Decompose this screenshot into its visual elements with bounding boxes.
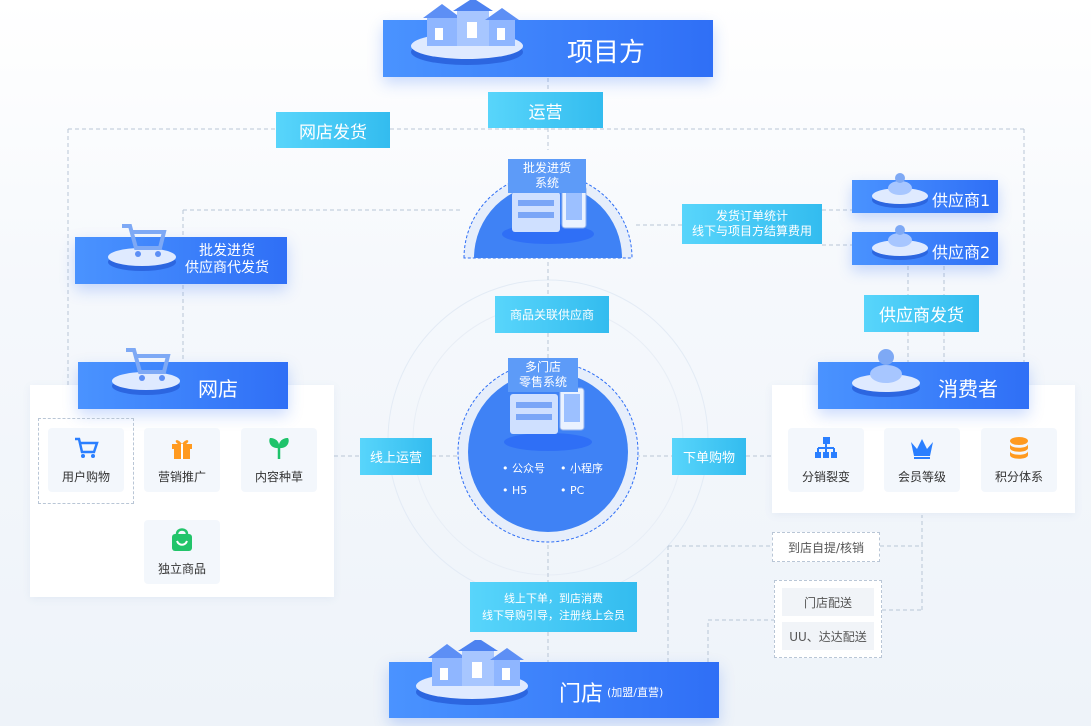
supplier-1-label: 供应商1 xyxy=(932,191,991,210)
feature-points[interactable]: 积分体系 xyxy=(981,428,1057,492)
supplier-shipping-label: 供应商发货 xyxy=(864,295,979,332)
crown-icon xyxy=(911,439,933,459)
wholesale-system-dome xyxy=(463,173,633,259)
feature-distribution-label: 分销裂变 xyxy=(801,470,850,484)
self-pickup-label: 到店自提/核销 xyxy=(772,532,880,562)
gift-icon xyxy=(172,440,192,459)
coins-icon xyxy=(1010,437,1028,459)
feature-user-shopping-label: 用户购物 xyxy=(61,470,110,484)
retail-system-circle xyxy=(457,361,639,543)
store-consumption-line1: 线上下单，到店消费 xyxy=(504,592,603,605)
feature-content-seeding[interactable]: 内容种草 xyxy=(241,428,317,492)
ship-stats-line2: 线下与项目方结算费用 xyxy=(691,224,812,238)
project-owner-title: 项目方 xyxy=(567,38,646,68)
uu-delivery-label: UU、达达配送 xyxy=(782,622,874,650)
shop-building-icon xyxy=(411,0,523,65)
goods-link-supplier-label: 商品关联供应商 xyxy=(495,296,609,333)
online-store-cart-icon xyxy=(112,348,180,395)
ship-stats-line1: 发货订单统计 xyxy=(715,209,788,223)
wholesale-agent-line2: 供应商代发货 xyxy=(185,260,269,276)
wholesale-system-line1: 批发进货 xyxy=(522,161,571,175)
wholesale-system-line2: 系统 xyxy=(534,176,559,190)
online-store-shipping-label: 网店发货 xyxy=(276,112,390,148)
feature-points-label: 积分体系 xyxy=(994,470,1043,484)
consumer-person-icon xyxy=(852,349,920,397)
org-chart-icon xyxy=(815,437,837,458)
store-title: 门店 xyxy=(559,682,604,707)
feature-distribution[interactable]: 分销裂变 xyxy=(788,428,864,492)
online-store-title: 网店 xyxy=(198,377,238,401)
feature-independent-goods[interactable]: 独立商品 xyxy=(144,520,220,584)
cart-pedestal-icon xyxy=(108,224,176,271)
retail-system-line2: 零售系统 xyxy=(518,375,567,389)
store-consumption-label: 线上下单，到店消费 线下导购引导，注册线上会员 xyxy=(470,582,637,632)
cart-icon xyxy=(75,437,99,458)
store-delivery-label: 门店配送 xyxy=(782,588,874,616)
supplier-1-pedestal-icon xyxy=(872,173,928,208)
feature-marketing-label: 营销推广 xyxy=(157,470,206,484)
wholesale-agent-line1: 批发进货 xyxy=(199,243,255,259)
retail-system-title: 多门店 零售系统 xyxy=(508,358,578,392)
feature-independent-goods-label: 独立商品 xyxy=(157,562,206,576)
user-shopping-highlight xyxy=(38,418,134,504)
online-operations-label: 线上运营 xyxy=(360,438,432,475)
channel-wechat: 公众号 xyxy=(512,462,545,475)
feature-member-level-label: 会员等级 xyxy=(897,470,946,484)
channel-h5: H5 xyxy=(512,484,528,497)
feature-user-shopping[interactable]: 用户购物 xyxy=(48,428,124,492)
bag-icon xyxy=(172,528,192,551)
supplier-2-pedestal-icon xyxy=(872,225,928,260)
supplier-2-label: 供应商2 xyxy=(932,243,991,262)
consumer-title: 消费者 xyxy=(938,377,998,401)
channel-miniprogram: 小程序 xyxy=(570,462,603,475)
store-consumption-line2: 线下导购引导，注册线上会员 xyxy=(482,609,625,622)
feature-marketing[interactable]: 营销推广 xyxy=(144,428,220,492)
wholesale-system-title: 批发进货 系统 xyxy=(508,159,586,193)
order-shopping-label: 下单购物 xyxy=(672,438,746,475)
retail-system-line1: 多门店 xyxy=(524,360,561,374)
store-subtitle: (加盟/直营) xyxy=(607,686,664,699)
feature-content-seeding-label: 内容种草 xyxy=(254,470,303,484)
channel-pc: PC xyxy=(570,484,585,497)
store-building-icon xyxy=(416,640,528,705)
operations-label: 运营 xyxy=(488,92,603,128)
feature-member-level[interactable]: 会员等级 xyxy=(884,428,960,492)
consumer-bar: 消费者 xyxy=(818,362,1029,409)
ship-stats-label: 发货订单统计 线下与项目方结算费用 xyxy=(682,204,822,244)
sprout-icon xyxy=(269,438,289,459)
